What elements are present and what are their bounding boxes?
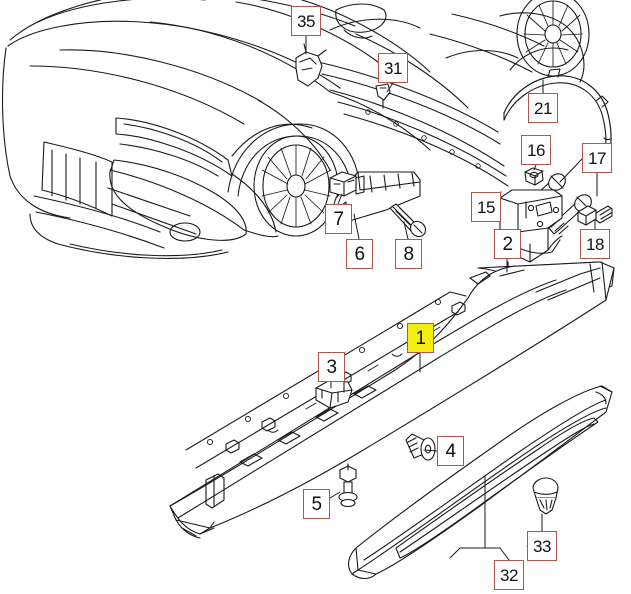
part-35-bracket	[295, 43, 327, 87]
callout-7[interactable]: 7	[325, 204, 352, 234]
part-3-clip	[315, 379, 353, 409]
callout-21[interactable]: 21	[528, 93, 558, 123]
callout-32[interactable]: 32	[494, 560, 524, 590]
part-16-nut	[524, 167, 544, 186]
callout-5[interactable]: 5	[303, 489, 330, 519]
callout-4[interactable]: 4	[437, 436, 464, 466]
callout-33[interactable]: 33	[527, 531, 557, 561]
part-5-rivet	[338, 463, 358, 508]
callout-17[interactable]: 17	[582, 143, 612, 173]
leader-lines	[305, 35, 598, 561]
part-33-fastener	[532, 477, 559, 515]
part-31-clip-on-car	[375, 83, 391, 109]
callout-15[interactable]: 15	[471, 192, 501, 222]
callout-35[interactable]: 35	[291, 6, 321, 36]
part-7-clip	[329, 171, 357, 197]
callout-1[interactable]: 1	[407, 323, 434, 353]
part-8-screw	[389, 203, 427, 238]
callout-31[interactable]: 31	[378, 53, 408, 83]
part-1-rocker-panel	[169, 261, 615, 539]
part-4-screw	[405, 433, 436, 461]
part-18-bolt	[577, 205, 613, 226]
callout-3[interactable]: 3	[318, 352, 345, 382]
callout-8[interactable]: 8	[395, 239, 422, 269]
car-body-illustration	[1, 0, 590, 259]
part-32-sill-trim	[347, 385, 613, 580]
callout-18[interactable]: 18	[580, 229, 610, 259]
callout-6[interactable]: 6	[346, 239, 373, 269]
callout-16[interactable]: 16	[521, 135, 551, 165]
callout-2[interactable]: 2	[494, 229, 521, 259]
